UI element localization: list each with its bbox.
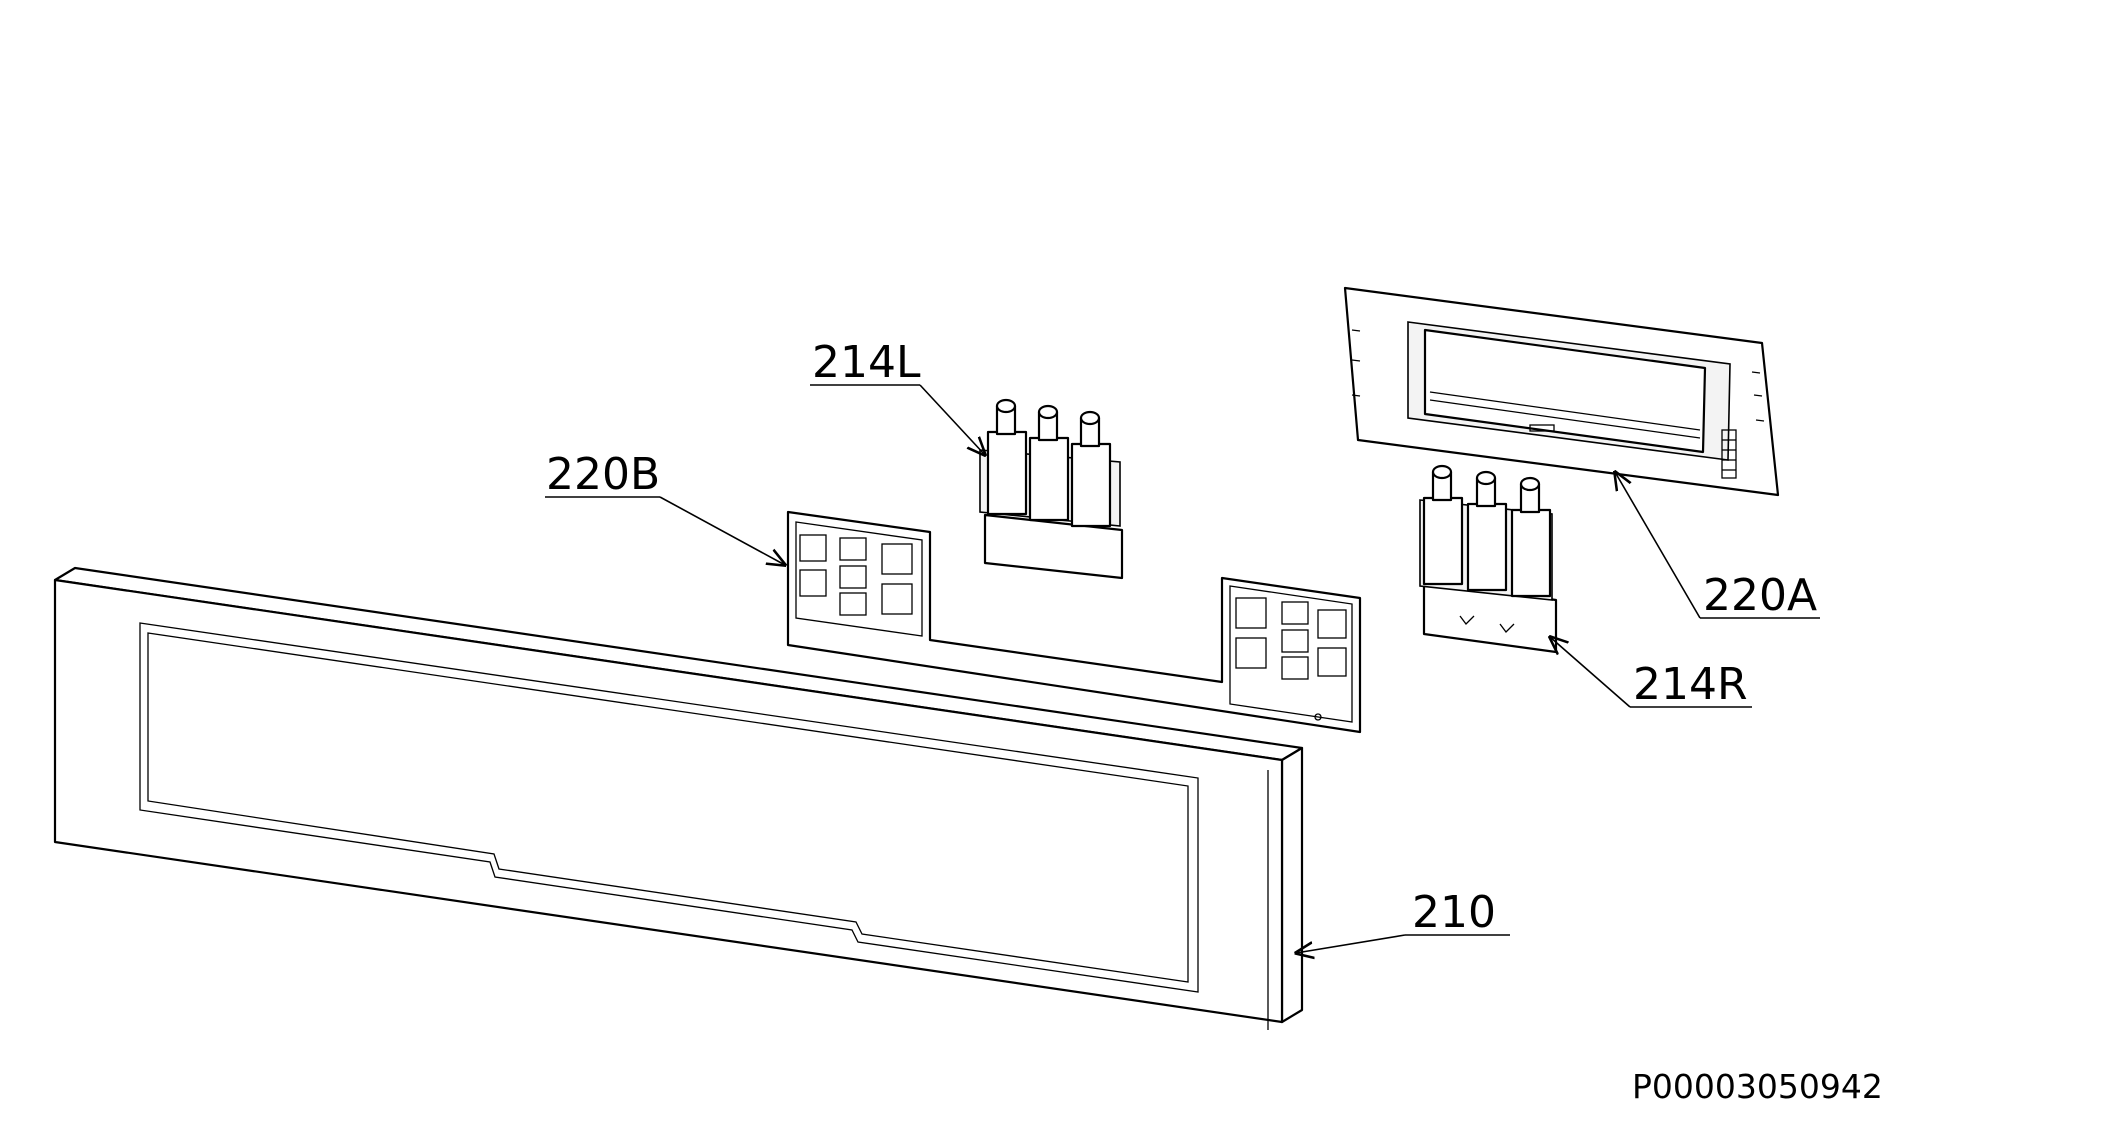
document-id: P00003050942 [1632, 1067, 1883, 1106]
right-keypad-keys [1235, 597, 1347, 680]
callout-214R: 214R [1633, 659, 1748, 710]
part-214R-button-block [1419, 464, 1558, 654]
button-column-3 [1510, 476, 1552, 598]
button-column-3 [1070, 410, 1112, 528]
callout-214L: 214L [812, 337, 921, 388]
part-210-control-panel [53, 566, 1304, 1030]
part-214L-button-block [979, 398, 1124, 580]
leader-lines [545, 384, 1820, 953]
button-column-2 [1466, 470, 1508, 592]
left-keypad-keys [799, 534, 913, 616]
part-220A-display-board [1343, 286, 1780, 497]
part-220B-keypad-board [786, 510, 1362, 734]
button-column-1 [986, 398, 1028, 516]
button-column-1 [1422, 464, 1464, 586]
button-column-2 [1028, 404, 1070, 522]
callout-210: 210 [1412, 887, 1496, 938]
callout-220A: 220A [1703, 570, 1817, 621]
callout-220B: 220B [546, 449, 660, 500]
